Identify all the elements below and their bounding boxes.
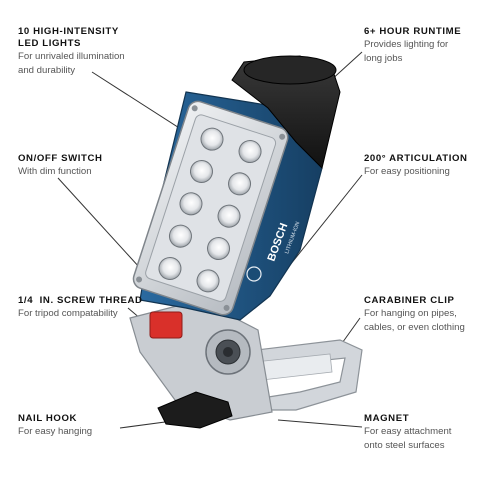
callout-desc: For tripod compatability: [18, 308, 118, 319]
callout-desc: For hanging on pipes,: [364, 308, 457, 319]
callout-title: NAIL HOOK: [18, 413, 78, 424]
led-panel: [132, 100, 289, 316]
callout-desc: For unrivaled illumination: [18, 51, 125, 62]
callout-led-lights: 10 HIGH-INTENSITY LED LIGHTS For unrival…: [18, 26, 125, 77]
callout-title: 1/4 IN. SCREW THREAD: [18, 295, 143, 306]
callout-title: 6+ HOUR RUNTIME: [364, 26, 462, 37]
callout-screw-thread: 1/4 IN. SCREW THREAD For tripod compatab…: [18, 295, 143, 321]
callout-desc: cables, or even clothing: [364, 321, 465, 333]
base-hinge: [129, 299, 273, 421]
callout-nail-hook: NAIL HOOK For easy hanging: [18, 413, 92, 439]
callout-desc: For easy positioning: [364, 166, 450, 177]
callout-title: ON/OFF SWITCH: [18, 153, 103, 164]
callout-desc: With dim function: [18, 166, 92, 177]
callout-title: LED LIGHTS: [18, 38, 82, 49]
callout-desc: Provides lighting for: [364, 39, 449, 50]
callout-desc: For easy attachment: [364, 426, 452, 437]
callout-runtime: 6+ HOUR RUNTIME Provides lighting for lo…: [364, 26, 461, 65]
callout-magnet: MAGNET For easy attachment onto steel su…: [364, 413, 451, 452]
callout-title: 200° ARTICULATION: [364, 153, 468, 164]
callout-articulation: 200° ARTICULATION For easy positioning: [364, 153, 468, 179]
callout-carabiner-clip: CARABINER CLIP For hanging on pipes, cab…: [364, 295, 465, 334]
led-array: [158, 127, 262, 293]
battery-pack: [231, 55, 341, 169]
callout-title: 10 HIGH-INTENSITY: [18, 26, 119, 37]
callout-title: MAGNET: [364, 413, 410, 424]
callout-desc: and durability: [18, 64, 76, 76]
callout-on-off-switch: ON/OFF SWITCH With dim function: [18, 153, 103, 179]
power-switch-icon: [246, 266, 262, 282]
nail-hook: [157, 391, 233, 429]
callout-desc: For easy hanging: [18, 426, 93, 437]
callout-desc: long jobs: [364, 52, 403, 64]
callout-title: CARABINER CLIP: [364, 295, 455, 306]
callout-desc: onto steel surfaces: [364, 439, 445, 451]
